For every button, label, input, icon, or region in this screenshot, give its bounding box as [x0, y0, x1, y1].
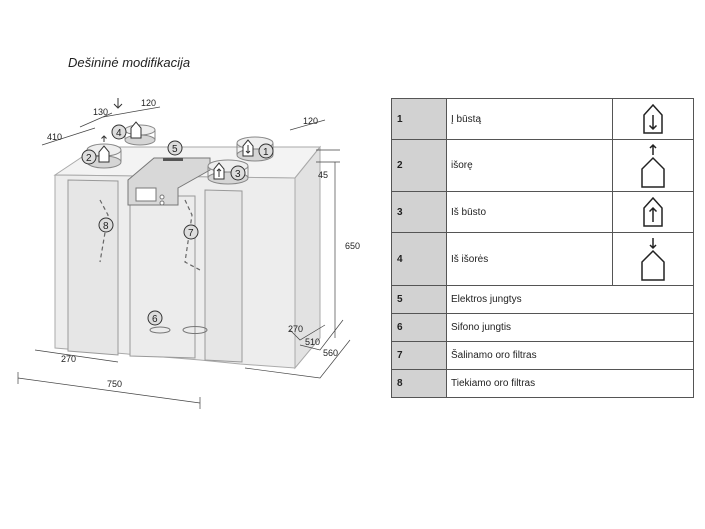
house-arrow-down-outside-icon	[612, 232, 694, 286]
svg-text:8: 8	[103, 221, 109, 232]
legend-number: 5	[391, 285, 447, 314]
legend-row: 4 Iš išorės	[391, 232, 694, 286]
house-arrow-up-outside-icon	[612, 139, 694, 192]
legend-label: Tiekiamo oro filtras	[446, 369, 694, 398]
house-out-icon	[213, 162, 225, 180]
house-arrow-out-icon	[612, 191, 694, 233]
house-down-icon	[130, 121, 142, 139]
svg-text:7: 7	[188, 228, 194, 239]
control-panel	[127, 157, 211, 206]
dimension-lines	[17, 106, 351, 409]
legend-label: Iš išorės	[446, 232, 613, 286]
legend-label: išorę	[446, 139, 613, 192]
dim-120-right: 120	[303, 116, 318, 126]
callout-5: 5	[167, 140, 183, 156]
legend-number: 8	[391, 369, 447, 398]
dim-750: 750	[107, 379, 122, 389]
dim-410: 410	[47, 132, 62, 142]
legend-number: 7	[391, 341, 447, 370]
legend-number: 6	[391, 313, 447, 342]
callout-1: 1	[258, 143, 274, 159]
dim-130: 130	[93, 107, 108, 117]
legend-row: 6 Sifono jungtis	[391, 313, 694, 342]
callout-4: 4	[111, 124, 127, 140]
legend-number: 3	[391, 191, 447, 233]
svg-text:3: 3	[235, 169, 241, 180]
svg-text:2: 2	[86, 153, 92, 164]
svg-text:5: 5	[172, 144, 178, 155]
legend-label: Iš būsto	[446, 191, 613, 233]
front-panels	[67, 179, 243, 363]
dim-650: 650	[345, 241, 360, 251]
filter-outlines	[99, 199, 201, 271]
dim-510: 510	[305, 337, 320, 347]
legend-row: 1 Į būstą	[391, 98, 694, 140]
legend-label: Elektros jungtys	[446, 285, 694, 314]
diagram-title: Dešininė modifikacija	[68, 55, 191, 70]
legend-number: 2	[391, 139, 447, 192]
legend-number: 1	[391, 98, 447, 140]
dim-45: 45	[318, 170, 328, 180]
legend-row: 2 išorę	[391, 139, 694, 192]
legend-label: Į būstą	[446, 98, 613, 140]
unit-diagram: 120 130 410 120 45 650 270 510 560 270 7…	[17, 98, 360, 409]
dim-120-top: 120	[141, 98, 156, 108]
callout-6: 6	[147, 310, 163, 326]
callout-3: 3	[230, 165, 246, 181]
legend-row: 7 Šalinamo oro filtras	[391, 341, 694, 370]
svg-text:4: 4	[116, 128, 122, 139]
air-arrow-icon	[113, 98, 123, 109]
legend-row: 3 Iš būsto	[391, 191, 694, 233]
svg-text:6: 6	[152, 314, 158, 325]
house-up-icon	[98, 135, 110, 163]
siphon-outline	[182, 326, 208, 334]
callout-7: 7	[183, 224, 199, 240]
legend-row: 8 Tiekiamo oro filtras	[391, 369, 694, 398]
svg-text:1: 1	[263, 147, 269, 158]
legend-table: 1 Į būstą 2 išorę 3 Iš būsto 4	[391, 98, 694, 398]
dim-270-right: 270	[288, 324, 303, 334]
legend-number: 4	[391, 232, 447, 286]
legend-row: 5 Elektros jungtys	[391, 285, 694, 314]
house-in-icon	[242, 139, 254, 157]
legend-label: Sifono jungtis	[446, 313, 694, 342]
callout-2: 2	[81, 149, 97, 165]
legend-label: Šalinamo oro filtras	[446, 341, 694, 370]
dim-270-left: 270	[61, 354, 76, 364]
callout-8: 8	[98, 217, 114, 233]
dim-560: 560	[323, 348, 338, 358]
house-arrow-in-icon	[612, 98, 694, 140]
